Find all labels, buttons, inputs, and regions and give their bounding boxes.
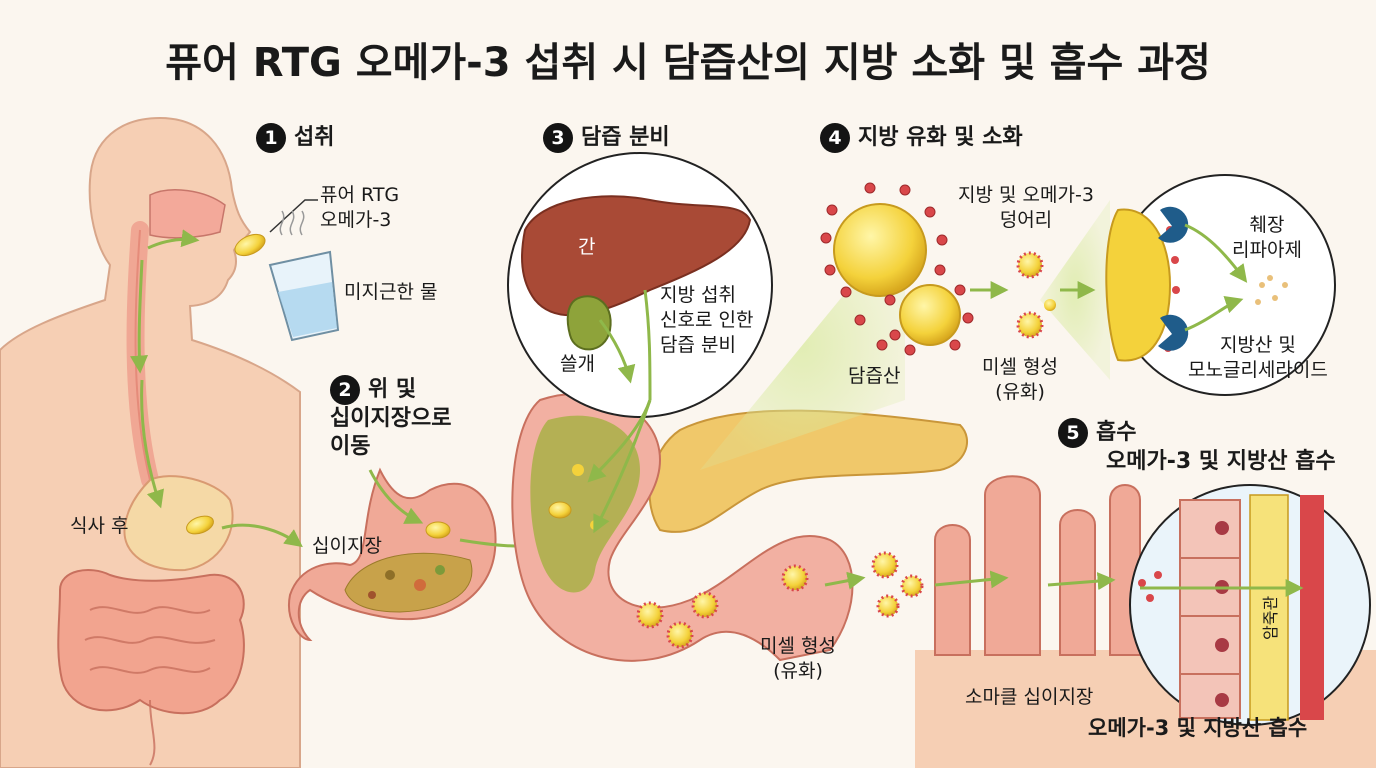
step-2-number: 2 [330, 375, 360, 405]
step-5-number: 5 [1058, 418, 1088, 448]
bile-acid-label: 담즙산 [848, 365, 901, 387]
lipase-enzyme-icon [1158, 314, 1189, 351]
fat-cluster-label: 지방 및 오메가-3 덩어리 [958, 183, 1094, 233]
stomach-illustration [288, 467, 544, 642]
duodenum-label: 십이지장 [312, 535, 382, 557]
capsule-icon [425, 521, 451, 539]
lipase-enzyme-icon [1158, 206, 1189, 243]
fat-droplet-icon [899, 284, 961, 346]
small-intestine-label: 소마클 십이지장 [965, 686, 1094, 708]
gallbladder-icon [566, 295, 612, 351]
capsule-icon [234, 233, 266, 257]
step-1-label: 섭취 [294, 125, 335, 150]
micelle-bottom-line2: (유화) [773, 660, 823, 682]
micelle-icon [1016, 251, 1056, 339]
capsule-label-line2: 오메가-3 [320, 209, 392, 231]
lipase-line2: 리파아제 [1232, 239, 1302, 261]
step-2-line2: 십이지장으로 [330, 406, 452, 431]
micelle-icon [636, 564, 809, 649]
step-3-label: 담즙 분비 [581, 125, 670, 150]
lipase-line1: 췌장 [1249, 214, 1285, 236]
step-2-line3: 이동 [330, 434, 371, 459]
emulsification-illustration [820, 174, 1336, 396]
step-5-line2: 오메가-3 및 지방산 흡수 [1106, 449, 1336, 474]
fat-cluster-line2: 덩어리 [999, 209, 1053, 231]
absorption-illustration [824, 475, 1376, 768]
villi-icon [934, 475, 1141, 656]
step-5-heading: 5 흡수 오메가-3 및 지방산 흡수 [1058, 418, 1336, 476]
capsule-label-line1: 퓨어 RTG [320, 184, 400, 206]
bile-signal-line3: 담즙 분비 [660, 334, 736, 356]
step-2-label: 위 및 [368, 377, 417, 402]
gallbladder-label: 쓸개 [560, 353, 595, 375]
lipase-label: 췌장 리파아제 [1232, 213, 1302, 263]
step-4-number: 4 [820, 123, 850, 153]
water-label: 미지근한 물 [344, 281, 438, 303]
arrow-icon [221, 523, 303, 548]
capsule-and-water [234, 199, 340, 342]
bile-signal-line1: 지방 섭취 [660, 284, 736, 306]
step-3-heading: 3 담즙 분비 [543, 123, 670, 153]
page-title: 퓨어 RTG 오메가-3 섭취 시 담즙산의 지방 소화 및 흡수 과정 [165, 40, 1211, 86]
step-1-heading: 1 섭취 [256, 123, 334, 153]
micelle-icon [871, 551, 924, 618]
bile-signal-line2: 신호로 인한 [660, 309, 754, 331]
step-5-label: 흡수 [1096, 420, 1137, 445]
micelle-top-label: 미셀 형성 (유화) [982, 355, 1058, 405]
step-4-heading: 4 지방 유화 및 소화 [820, 123, 1023, 153]
human-body-illustration [0, 116, 303, 768]
step-2-heading: 2 위 및 십이지장으로 이동 [330, 375, 451, 461]
micelle-bottom-line1: 미셀 형성 [760, 635, 836, 657]
bottom-absorb-label: 오메가-3 및 지방산 흡수 [1088, 716, 1308, 740]
micelle-top-line2: (유화) [995, 381, 1045, 403]
liver-callout [507, 152, 773, 534]
step-4-label: 지방 유화 및 소화 [858, 125, 1023, 150]
liver-label: 간 [578, 236, 596, 258]
products-line1: 지방산 및 [1219, 334, 1296, 356]
step-3-number: 3 [543, 123, 573, 153]
capsule-label: 퓨어 RTG 오메가-3 [320, 183, 399, 233]
fat-droplet-icon [833, 203, 927, 297]
lymph-label: 암죽관 [1261, 595, 1280, 640]
liver-icon [521, 195, 752, 317]
products-label: 지방산 및 모노글리세라이드 [1188, 333, 1328, 383]
capsule-icon [186, 515, 214, 535]
after-meal-label: 식사 후 [70, 515, 129, 537]
micelle-top-line1: 미셀 형성 [982, 356, 1058, 378]
products-line2: 모노글리세라이드 [1188, 359, 1328, 381]
fat-cluster-line1: 지방 및 오메가-3 [958, 184, 1094, 206]
step-1-number: 1 [256, 123, 286, 153]
micelle-bottom-label: 미셀 형성 (유화) [760, 634, 836, 684]
bile-signal-label: 지방 섭취 신호로 인한 담즙 분비 [660, 283, 753, 358]
